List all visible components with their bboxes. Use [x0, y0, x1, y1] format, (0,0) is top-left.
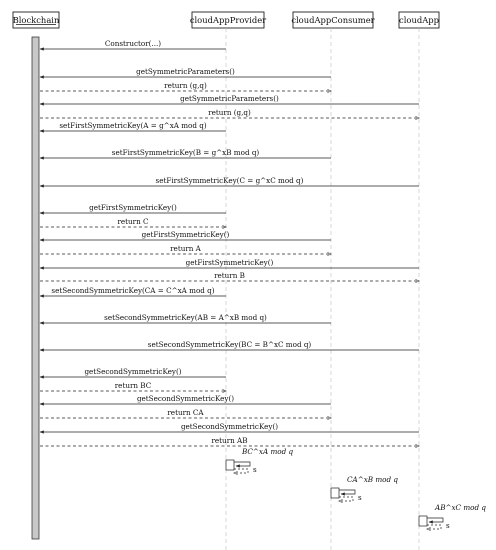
participant-label: cloudAppConsumer: [291, 15, 374, 25]
participant-consumer: cloudAppConsumer: [291, 11, 375, 29]
message-2: getSymmetricParameters(): [39, 67, 331, 79]
participant-box: [12, 11, 60, 29]
message-16: setSecondSymmetricKey(AB = A^xB mod q): [39, 313, 331, 325]
message-label: getSecondSymmetricKey(): [84, 367, 181, 376]
message-1: Constructor(...): [39, 39, 226, 51]
message-18: getSecondSymmetricKey(): [39, 367, 226, 379]
message-11: getFirstSymmetricKey(): [39, 230, 331, 242]
message-19: return BC: [40, 381, 226, 391]
self-return-arrow: [234, 468, 249, 473]
self-return-arrow: [427, 524, 442, 529]
self-return-label: s: [358, 493, 362, 502]
self-return-label: s: [446, 521, 450, 530]
participant-label: Blockchain: [13, 15, 60, 25]
participant-label: cloudApp: [399, 15, 439, 25]
message-3: return (g,q): [40, 81, 331, 91]
participant-provider: cloudAppProvider: [190, 11, 266, 29]
message-label: return A: [170, 244, 202, 253]
self-call-label: CA^xB mod q: [347, 475, 398, 484]
message-20: getSecondSymmetricKey(): [39, 394, 331, 406]
message-label: setFirstSymmetricKey(A = g^xA mod q): [59, 121, 207, 130]
message-label: return AB: [211, 436, 247, 445]
self-call-provider: BC^xA mod q s: [225, 447, 293, 474]
message-label: return B: [214, 271, 245, 280]
message-label: getSecondSymmetricKey(): [137, 394, 234, 403]
participant-app: cloudApp: [398, 11, 440, 29]
participants: Blockchain cloudAppProvider cloudAppConsum…: [12, 11, 440, 29]
message-7: setFirstSymmetricKey(B = g^xB mod q): [39, 148, 331, 160]
message-label: setFirstSymmetricKey(B = g^xB mod q): [112, 148, 260, 157]
message-10: return C: [40, 217, 226, 227]
self-activation-box: [225, 459, 235, 471]
self-return-label: s: [253, 465, 257, 474]
message-label: setSecondSymmetricKey(CA = C^xA mod q): [51, 286, 214, 295]
self-call-consumer: CA^xB mod q s: [330, 475, 398, 502]
self-call-label: BC^xA mod q: [241, 447, 293, 456]
message-8: setFirstSymmetricKey(C = g^xC mod q): [39, 176, 419, 188]
message-label: getSymmetricParameters(): [136, 67, 235, 76]
self-call-arrow: [234, 461, 251, 468]
message-23: return AB: [40, 436, 419, 446]
self-activation-box: [418, 515, 428, 527]
participant-box: [191, 11, 265, 29]
message-21: return CA: [40, 408, 331, 418]
blockchain-activation-bar: [31, 36, 40, 540]
message-label: return CA: [167, 408, 204, 417]
message-14: return B: [40, 271, 419, 281]
message-label: getFirstSymmetricKey(): [142, 230, 230, 239]
message-label: return (g,q): [164, 81, 207, 90]
self-call-label: AB^xC mod q: [434, 503, 486, 512]
message-15: setSecondSymmetricKey(CA = C^xA mod q): [39, 286, 226, 298]
message-12: return A: [40, 244, 331, 254]
message-13: getFirstSymmetricKey(): [39, 258, 419, 270]
message-label: return BC: [115, 381, 152, 390]
message-label: getFirstSymmetricKey(): [186, 258, 274, 267]
message-label: setSecondSymmetricKey(BC = B^xC mod q): [148, 340, 312, 349]
participant-box: [292, 11, 374, 29]
self-call-arrow: [427, 517, 444, 524]
message-label: getFirstSymmetricKey(): [89, 203, 177, 212]
self-activation-box: [330, 487, 340, 499]
message-5: return (g,q): [40, 108, 419, 118]
participant-blockchain: Blockchain: [12, 11, 60, 29]
message-22: getSecondSymmetricKey(): [39, 422, 419, 434]
participant-label: cloudAppProvider: [190, 15, 266, 25]
message-4: getSymmetricParameters(): [39, 94, 419, 106]
message-label: Constructor(...): [105, 39, 161, 48]
self-call-arrow: [339, 489, 356, 496]
self-return-arrow: [339, 496, 354, 501]
self-call-app: AB^xC mod q s: [418, 503, 486, 530]
message-9: getFirstSymmetricKey(): [39, 203, 226, 215]
message-label: return C: [117, 217, 149, 226]
message-label: return (g,q): [208, 108, 251, 117]
message-label: getSymmetricParameters(): [180, 94, 279, 103]
message-label: setFirstSymmetricKey(C = g^xC mod q): [156, 176, 304, 185]
message-6: setFirstSymmetricKey(A = g^xA mod q): [39, 121, 226, 133]
message-17: setSecondSymmetricKey(BC = B^xC mod q): [39, 340, 419, 352]
message-label: setSecondSymmetricKey(AB = A^xB mod q): [104, 313, 267, 322]
messages: Constructor(...) getSymmetricParameters()…: [39, 39, 419, 446]
message-label: getSecondSymmetricKey(): [181, 422, 278, 431]
